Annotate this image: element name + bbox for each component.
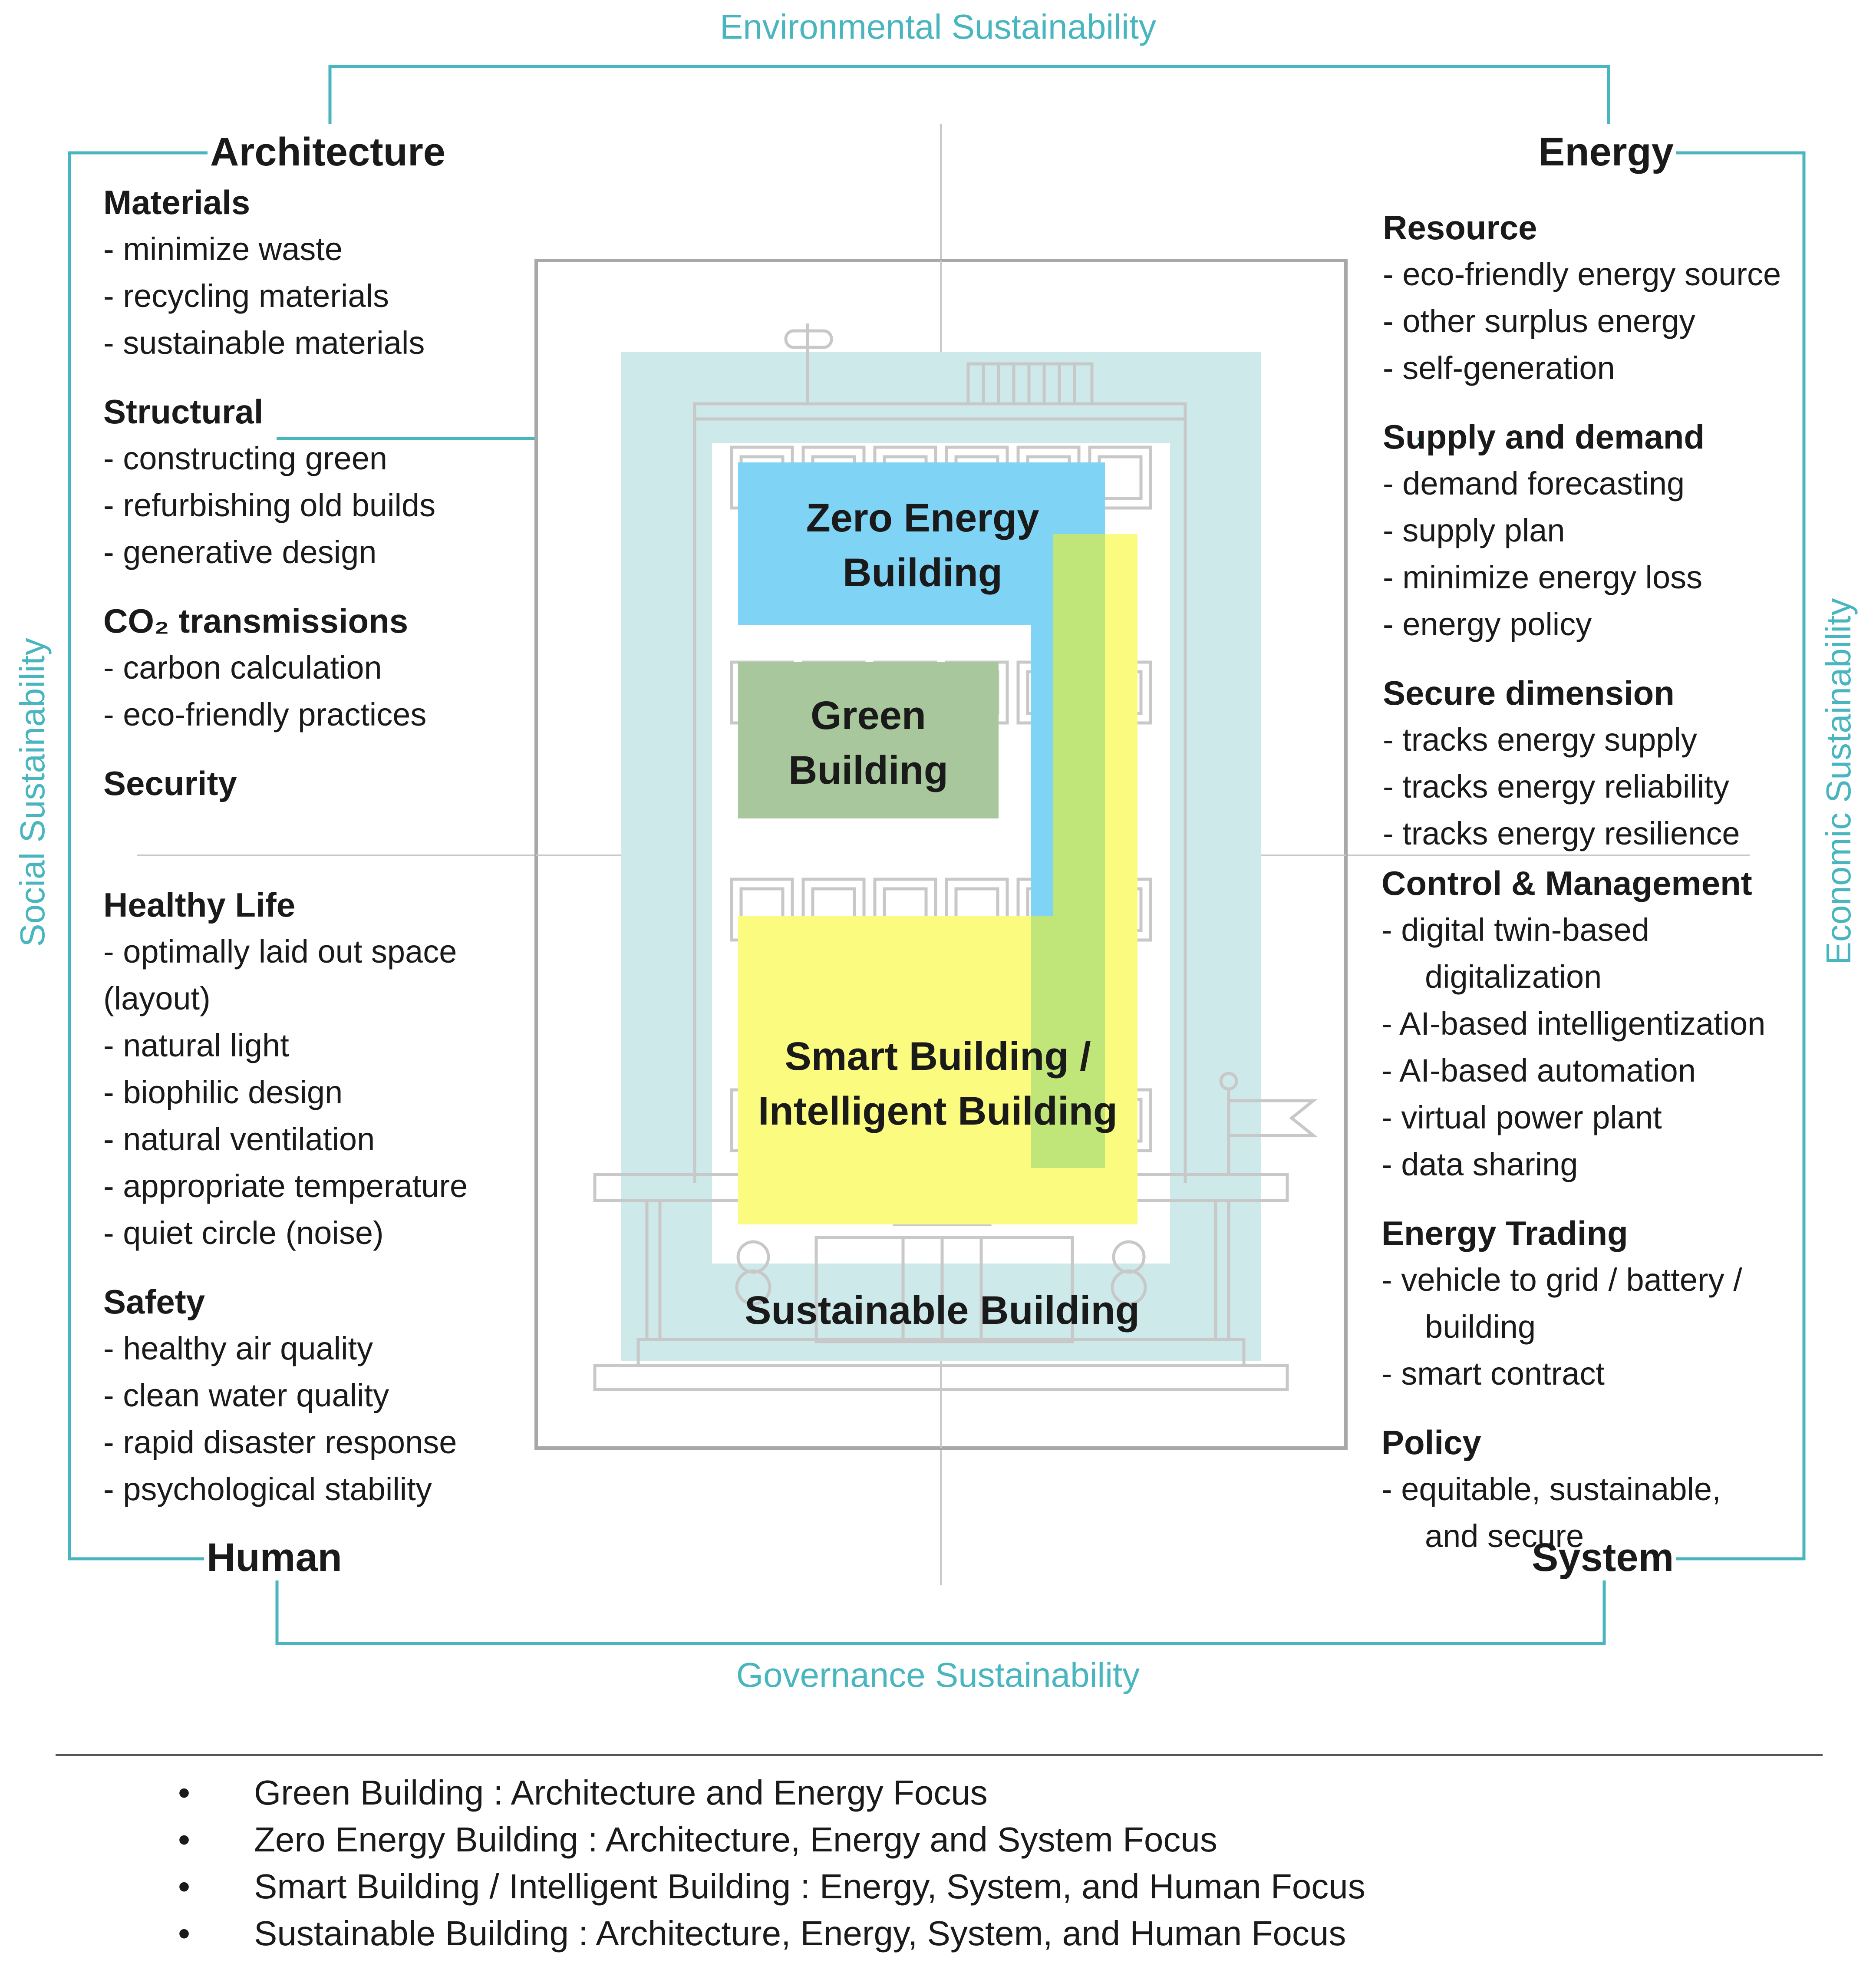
system-list-item: and secure — [1425, 1518, 1584, 1554]
energy-list-item: - tracks energy supply — [1383, 722, 1697, 758]
architecture-section-title: CO₂ transmissions — [103, 602, 409, 640]
human-list: Healthy Life - optimally laid out space (… — [103, 881, 468, 1513]
social-sustainability-label: Social Sustainability — [13, 638, 52, 947]
architecture-list-item: - recycling materials — [103, 278, 389, 314]
human-list-item: (layout) — [103, 980, 211, 1016]
architecture-list-item: - carbon calculation — [103, 650, 382, 686]
smart-line-1: Smart Building / — [785, 1034, 1091, 1079]
governance-sustainability-label: Governance Sustainability — [736, 1656, 1140, 1694]
zero-energy-line-2: Building — [843, 551, 1002, 595]
bullet-icon: • — [178, 1820, 191, 1859]
system-list-item: - equitable, sustainable, — [1381, 1471, 1721, 1507]
system-section-title: Control & Management — [1381, 864, 1752, 902]
zero-energy-line-1: Zero Energy — [806, 496, 1039, 540]
energy-section-title: Secure dimension — [1383, 674, 1675, 712]
system-list: Control & Management - digital twin-based… — [1381, 860, 1765, 1560]
human-list-item: - rapid disaster response — [103, 1424, 457, 1460]
smart-building-label: Smart Building / Intelligent Building — [721, 1029, 1155, 1138]
energy-list-item: - eco-friendly energy source — [1383, 256, 1781, 292]
legend-item: • Smart Building / Intelligent Building :… — [178, 1863, 1365, 1910]
smart-line-2: Intelligent Building — [758, 1089, 1118, 1133]
bullet-icon: • — [178, 1773, 191, 1812]
legend-divider — [56, 1754, 1823, 1756]
legend-text: Smart Building / Intelligent Building : … — [254, 1867, 1365, 1906]
energy-heading: Energy — [1536, 129, 1676, 175]
architecture-section-title: Structural — [103, 393, 264, 431]
bullet-icon: • — [178, 1914, 191, 1953]
sustainable-building-label: Sustainable Building — [745, 1288, 1140, 1333]
green-building-area — [738, 662, 999, 818]
system-list-item: - AI-based automation — [1381, 1052, 1696, 1089]
architecture-list-item: - constructing green — [103, 440, 388, 476]
architecture-list: Materials - minimize waste - recycling mat… — [103, 179, 435, 807]
human-list-item: - clean water quality — [103, 1377, 389, 1413]
energy-list-item: - supply plan — [1383, 512, 1565, 548]
system-section-title: Energy Trading — [1381, 1214, 1628, 1252]
economic-sustainability-label: Economic Sustainability — [1819, 598, 1858, 965]
human-list-item: - natural light — [103, 1027, 289, 1063]
system-list-item: - AI-based intelligentization — [1381, 1006, 1766, 1042]
architecture-list-item: - sustainable materials — [103, 325, 425, 361]
human-section-title: Healthy Life — [103, 886, 296, 924]
human-list-item: - quiet circle (noise) — [103, 1215, 384, 1251]
architecture-list-item: - minimize waste — [103, 231, 343, 267]
energy-section-title: Supply and demand — [1383, 418, 1705, 456]
legend-item: • Green Building : Architecture and Energ… — [178, 1769, 1365, 1816]
human-section-title: Safety — [103, 1283, 205, 1321]
architecture-heading: Architecture — [208, 129, 448, 175]
human-list-item: - psychological stability — [103, 1471, 432, 1507]
system-section-title: Policy — [1381, 1423, 1481, 1462]
legend-item: • Sustainable Building : Architecture, En… — [178, 1910, 1365, 1957]
sustainability-brackets — [68, 65, 1806, 1645]
energy-section-title: Resource — [1383, 208, 1537, 247]
energy-list-item: - tracks energy reliability — [1383, 769, 1729, 805]
energy-list-item: - self-generation — [1383, 350, 1615, 386]
human-list-item: - healthy air quality — [103, 1330, 373, 1366]
green-building-label: Green Building — [738, 688, 999, 798]
human-list-item: - appropriate temperature — [103, 1168, 468, 1204]
governance-bracket — [275, 1557, 1606, 1645]
legend-text: Zero Energy Building : Architecture, Ene… — [254, 1820, 1217, 1859]
system-list-item: building — [1425, 1309, 1536, 1345]
green-line-2: Building — [788, 748, 948, 792]
zero-energy-building-label: Zero Energy Building — [792, 491, 1053, 600]
architecture-section-title: Security — [103, 764, 237, 802]
zero-energy-building-area — [738, 462, 1105, 916]
architecture-list-item: - eco-friendly practices — [103, 696, 427, 732]
system-list-item: - smart contract — [1381, 1356, 1605, 1392]
architecture-list-item: - refurbishing old builds — [103, 487, 436, 523]
economic-bracket — [1667, 151, 1806, 1561]
human-heading: Human — [204, 1535, 345, 1580]
energy-list-item: - demand forecasting — [1383, 465, 1685, 501]
human-list-item: - biophilic design — [103, 1074, 343, 1110]
energy-list-item: - energy policy — [1383, 606, 1592, 642]
energy-list-item: - other surplus energy — [1383, 303, 1695, 339]
system-list-item: - vehicle to grid / battery / — [1381, 1262, 1742, 1298]
environmental-sustainability-label: Environmental Sustainability — [720, 7, 1156, 46]
legend-item: • Zero Energy Building : Architecture, En… — [178, 1816, 1365, 1863]
architecture-section-title: Materials — [103, 183, 251, 221]
social-bracket — [68, 151, 208, 1561]
system-list-item: - virtual power plant — [1381, 1099, 1662, 1135]
environmental-bracket — [328, 65, 1610, 124]
bullet-icon: • — [178, 1867, 191, 1906]
system-list-item: - data sharing — [1381, 1146, 1578, 1182]
energy-list-item: - tracks energy resilience — [1383, 815, 1740, 851]
architecture-list-item: - generative design — [103, 534, 377, 570]
legend: • Green Building : Architecture and Energ… — [178, 1769, 1365, 1957]
system-list-item: digitalization — [1425, 959, 1602, 995]
energy-list-item: - minimize energy loss — [1383, 559, 1703, 595]
human-list-item: - natural ventilation — [103, 1121, 375, 1157]
human-list-item: - optimally laid out space — [103, 934, 457, 970]
legend-text: Green Building : Architecture and Energy… — [254, 1773, 988, 1812]
system-heading: System — [1529, 1535, 1677, 1580]
green-line-1: Green — [811, 693, 926, 738]
system-list-item: - digital twin-based — [1381, 912, 1649, 948]
legend-text: Sustainable Building : Architecture, Ene… — [254, 1914, 1346, 1953]
energy-list: Resource - eco-friendly energy source - ot… — [1383, 204, 1781, 857]
